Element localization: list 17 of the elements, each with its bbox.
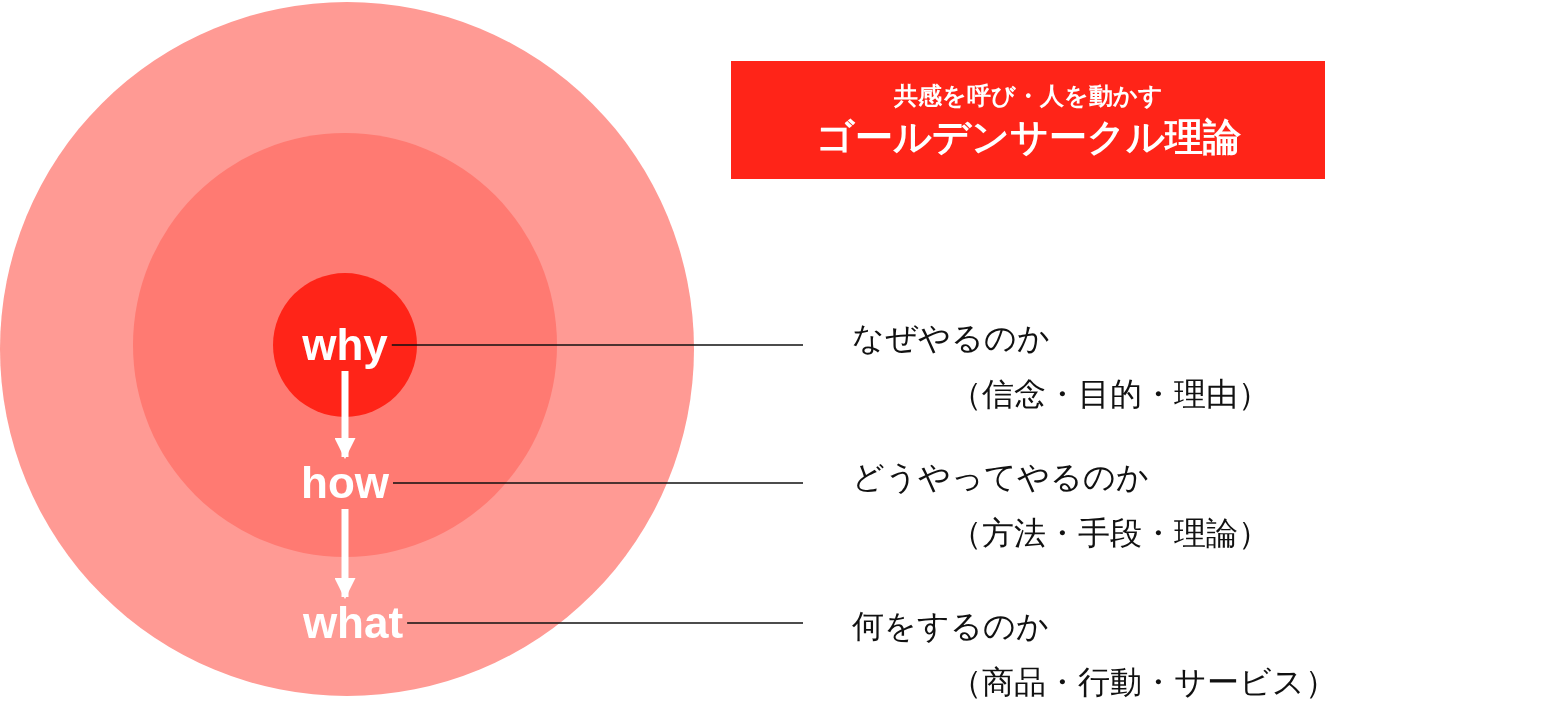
- circle-label: what: [302, 599, 404, 647]
- question-text: 何をするのか: [852, 607, 1050, 646]
- arrow: [334, 371, 356, 460]
- detail-text: （商品・行動・サービス）: [950, 663, 1337, 702]
- detail-text: （信念・目的・理由）: [950, 375, 1270, 414]
- title-text: ゴールデンサークル理論: [815, 115, 1241, 160]
- subtitle-text: 共感を呼び・人を動かす: [893, 81, 1163, 111]
- title-banner: [731, 61, 1325, 179]
- leader-line: [392, 482, 804, 484]
- circle-label: why: [302, 321, 388, 369]
- arrow: [334, 509, 356, 600]
- circle-label: how: [301, 459, 389, 507]
- detail-text: （方法・手段・理論）: [950, 514, 1270, 553]
- leader-line: [406, 622, 804, 624]
- question-text: なぜやるのか: [852, 319, 1051, 358]
- question-text: どうやってやるのか: [852, 458, 1150, 497]
- leader-line: [391, 344, 804, 346]
